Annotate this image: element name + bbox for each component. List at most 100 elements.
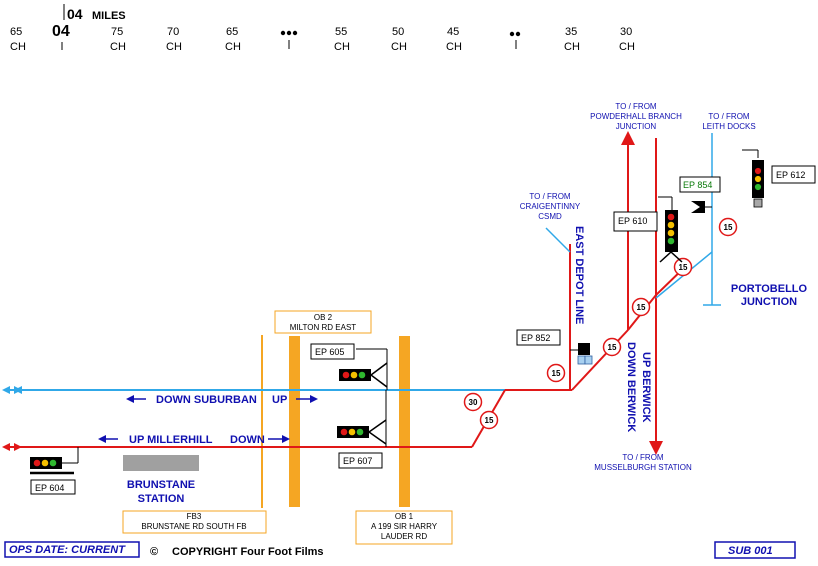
chain-mark: 75 <box>111 26 123 38</box>
svg-text:BRUNSTANE RD SOUTH FB: BRUNSTANE RD SOUTH FB <box>141 522 246 531</box>
speed-restrictions: 15 15 15 15 30 15 15 <box>463 217 738 430</box>
svg-text:JUNCTION: JUNCTION <box>616 122 657 131</box>
mile-number: 04 <box>52 23 70 40</box>
up-millerhill-line[interactable] <box>2 443 472 451</box>
destination-musselburgh: TO / FROM MUSSELBURGH STATION <box>594 453 692 472</box>
svg-text:15: 15 <box>637 303 646 312</box>
overbridge-ob2 <box>289 336 300 507</box>
east-depot-line-label: EAST DEPOT LINE <box>573 226 585 324</box>
svg-text:15: 15 <box>724 223 733 232</box>
signal-ep612[interactable]: EP 612 <box>742 149 816 208</box>
svg-text:TO / FROM: TO / FROM <box>615 102 657 111</box>
signal-label: EP 605 <box>315 347 344 357</box>
down-suburban-label: DOWN SUBURBAN <box>156 394 257 406</box>
location-brunstane-station: BRUNSTANE STATION <box>127 479 195 505</box>
chain-mark: 70 <box>167 26 179 38</box>
svg-text:15: 15 <box>485 416 494 425</box>
signal-label: EP 612 <box>776 170 805 180</box>
svg-text:OB 1: OB 1 <box>395 512 414 521</box>
signal-ep854[interactable]: EP 854 <box>679 176 721 213</box>
down-suburban-line[interactable] <box>2 386 505 394</box>
down-suburban-up-label: UP <box>272 394 287 406</box>
chain-unit: CH <box>110 41 126 53</box>
chain-mark: 45 <box>447 26 459 38</box>
svg-text:POWDERHALL BRANCH: POWDERHALL BRANCH <box>590 112 682 121</box>
speed-disc: 30 <box>463 392 483 412</box>
chain-mark: 65 <box>226 26 238 38</box>
down-berwick-label: DOWN BERWICK <box>625 342 637 432</box>
speed-disc: 15 <box>718 217 738 237</box>
mileage-gap-dots <box>280 30 298 49</box>
speed-disc: 15 <box>602 337 622 357</box>
signal-ep607[interactable]: EP 607 <box>337 390 387 469</box>
speed-disc: 15 <box>631 297 651 317</box>
signal-label: EP 852 <box>521 333 550 343</box>
chain-mark: 30 <box>620 26 632 38</box>
chain-mark: 65 <box>10 26 22 38</box>
up-berwick-label: UP BERWICK <box>640 352 652 423</box>
chain-unit: CH <box>334 41 350 53</box>
chain-unit: CH <box>166 41 182 53</box>
ops-date: OPS DATE: CURRENT <box>4 541 140 558</box>
up-millerhill-down-label: DOWN <box>230 434 265 446</box>
mileage-gap-dots <box>509 31 521 49</box>
svg-text:15: 15 <box>552 369 561 378</box>
chain-unit: CH <box>225 41 241 53</box>
chain-unit: CH <box>619 41 635 53</box>
destination-leith-docks: TO / FROM LEITH DOCKS <box>702 112 755 131</box>
svg-text:JUNCTION: JUNCTION <box>741 296 797 308</box>
svg-text:MILTON RD EAST: MILTON RD EAST <box>290 323 356 332</box>
chain-unit: CH <box>446 41 462 53</box>
svg-text:LAUDER RD: LAUDER RD <box>381 532 427 541</box>
mile-label: MILES <box>92 10 126 22</box>
svg-text:TO / FROM: TO / FROM <box>622 453 664 462</box>
svg-text:15: 15 <box>608 343 617 352</box>
svg-text:SUB 001: SUB 001 <box>728 545 773 557</box>
signal-ep605[interactable]: EP 605 <box>310 343 388 390</box>
svg-text:FB3: FB3 <box>187 512 202 521</box>
signal-ep604[interactable]: EP 604 <box>30 447 79 495</box>
up-millerhill-label: UP MILLERHILL <box>129 434 213 446</box>
svg-text:30: 30 <box>469 398 478 407</box>
svg-text:COPYRIGHT Four Foot Films: COPYRIGHT Four Foot Films <box>172 546 324 558</box>
signal-label: EP 610 <box>618 216 647 226</box>
svg-text:TO / FROM: TO / FROM <box>529 192 571 201</box>
location-portobello-junction: PORTOBELLO JUNCTION <box>731 283 808 308</box>
line-labels: DOWN SUBURBAN UP UP MILLERHILL DOWN EAST… <box>98 226 652 446</box>
bridge-label-fb3: FB3 BRUNSTANE RD SOUTH FB <box>122 510 267 534</box>
chain-mark: 55 <box>335 26 347 38</box>
svg-text:A 199 SIR HARRY: A 199 SIR HARRY <box>371 522 438 531</box>
copyright: © COPYRIGHT Four Foot Films <box>150 546 324 558</box>
svg-text:CRAIGENTINNY: CRAIGENTINNY <box>520 202 581 211</box>
signal-label: EP 854 <box>683 180 712 190</box>
sheet-reference: SUB 001 <box>714 541 796 559</box>
signal-ep852[interactable]: EP 852 <box>516 329 593 365</box>
bridge-label-ob2: OB 2 MILTON RD EAST <box>274 310 372 334</box>
svg-text:OPS DATE: CURRENT: OPS DATE: CURRENT <box>9 544 126 556</box>
chain-unit: CH <box>391 41 407 53</box>
brunstane-platform <box>123 455 199 471</box>
svg-text:BRUNSTANE: BRUNSTANE <box>127 479 195 491</box>
svg-text:STATION: STATION <box>138 493 185 505</box>
svg-text:LEITH DOCKS: LEITH DOCKS <box>702 122 755 131</box>
speed-disc: 15 <box>546 363 566 383</box>
signal-ep610[interactable]: EP 610 <box>613 196 683 263</box>
svg-text:TO / FROM: TO / FROM <box>708 112 750 121</box>
mile-number-top: 04 <box>67 6 83 22</box>
signal-label: EP 607 <box>343 456 372 466</box>
destination-powderhall: TO / FROM POWDERHALL BRANCH JUNCTION <box>590 102 682 131</box>
overbridge-ob1 <box>399 336 410 507</box>
bridge-label-ob1: OB 1 A 199 SIR HARRY LAUDER RD <box>355 510 453 545</box>
speed-disc: 15 <box>479 410 499 430</box>
speed-disc: 15 <box>673 257 693 277</box>
svg-text:MUSSELBURGH STATION: MUSSELBURGH STATION <box>594 463 692 472</box>
copyright-icon: © <box>150 546 158 558</box>
chain-mark: 35 <box>565 26 577 38</box>
mileage-strip: 04 MILES 04 65 CH 75 CH 70 CH 65 CH 55 C… <box>10 4 635 53</box>
chain-unit: CH <box>564 41 580 53</box>
svg-text:PORTOBELLO: PORTOBELLO <box>731 283 808 295</box>
chain-unit: CH <box>10 41 26 53</box>
signal-label: EP 604 <box>35 483 64 493</box>
chain-mark: 50 <box>392 26 404 38</box>
